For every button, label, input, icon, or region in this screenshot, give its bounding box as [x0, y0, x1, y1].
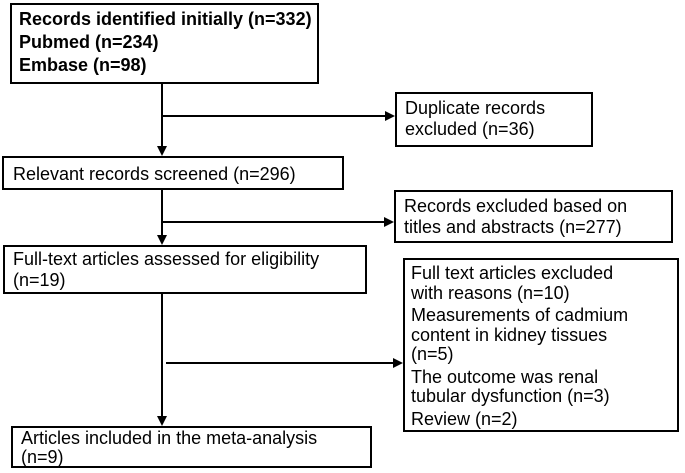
exclusion-reason-cadmium: Measurements of cadmium content in kidne…	[411, 305, 673, 365]
records-identified-total: Records identified initially (n=332)	[19, 9, 312, 29]
arrowhead-down-icon	[157, 235, 167, 245]
pubmed-count: Pubmed (n=234)	[19, 32, 159, 52]
reason-outcome-line-1: The outcome was renal	[411, 366, 599, 387]
reason-cadmium-line-3: (n=5)	[411, 344, 454, 364]
connector-fulltext-to-included	[161, 294, 163, 417]
exclusion-reason-review: Review (n=2)	[411, 408, 673, 430]
reason-review-line: Review (n=2)	[411, 408, 518, 429]
embase-count: Embase (n=98)	[19, 55, 147, 75]
box-duplicates-excluded: Duplicate records excluded (n=36)	[395, 92, 593, 147]
fulltext-assessed-line-1: Full-text articles assessed for eligibil…	[13, 249, 320, 269]
connector-to-reasons-excluded	[166, 362, 393, 364]
included-line-1: Articles included in the meta-analysis	[21, 428, 318, 448]
connector-screened-to-fulltext	[161, 190, 163, 236]
box-included-meta-analysis: Articles included in the meta-analysis (…	[11, 426, 372, 468]
reason-cadmium-line-2: content in kidney tissues	[411, 324, 608, 345]
box-fulltext-excluded-reasons: Full text articles excluded with reasons…	[403, 258, 679, 432]
exclusion-reason-outcome: The outcome was renal tubular dysfunctio…	[411, 366, 673, 407]
arrowhead-right-icon	[385, 111, 395, 121]
reason-cadmium-line-1: Measurements of cadmium	[411, 305, 629, 325]
connector-to-duplicates	[161, 115, 385, 117]
arrowhead-right-icon	[384, 217, 394, 227]
duplicates-excluded-line-2: excluded (n=36)	[405, 119, 535, 139]
exclusion-reason-summary: Full text articles excluded with reasons…	[411, 263, 673, 303]
reason-summary-line-1: Full text articles excluded	[411, 263, 614, 283]
titles-excluded-line-2: titles and abstracts (n=277)	[404, 217, 622, 237]
arrowhead-down-icon	[157, 146, 167, 156]
records-screened-text: Relevant records screened (n=296)	[13, 164, 296, 184]
reason-summary-line-2: with reasons (n=10)	[411, 282, 570, 303]
connector-to-titles-excluded	[161, 221, 384, 223]
box-fulltext-assessed: Full-text articles assessed for eligibil…	[3, 245, 367, 294]
reason-outcome-line-2: tubular dysfunction (n=3)	[411, 386, 610, 406]
included-line-2: (n=9)	[21, 447, 64, 467]
titles-excluded-line-1: Records excluded based on	[404, 196, 628, 216]
arrowhead-right-icon	[393, 358, 403, 368]
box-records-screened: Relevant records screened (n=296)	[2, 156, 344, 190]
box-records-identified: Records identified initially (n=332) Pub…	[10, 3, 319, 84]
fulltext-assessed-line-2: (n=19)	[13, 270, 66, 290]
box-titles-abstracts-excluded: Records excluded based on titles and abs…	[394, 190, 673, 243]
duplicates-excluded-line-1: Duplicate records	[405, 98, 546, 118]
arrowhead-down-icon	[157, 416, 167, 426]
